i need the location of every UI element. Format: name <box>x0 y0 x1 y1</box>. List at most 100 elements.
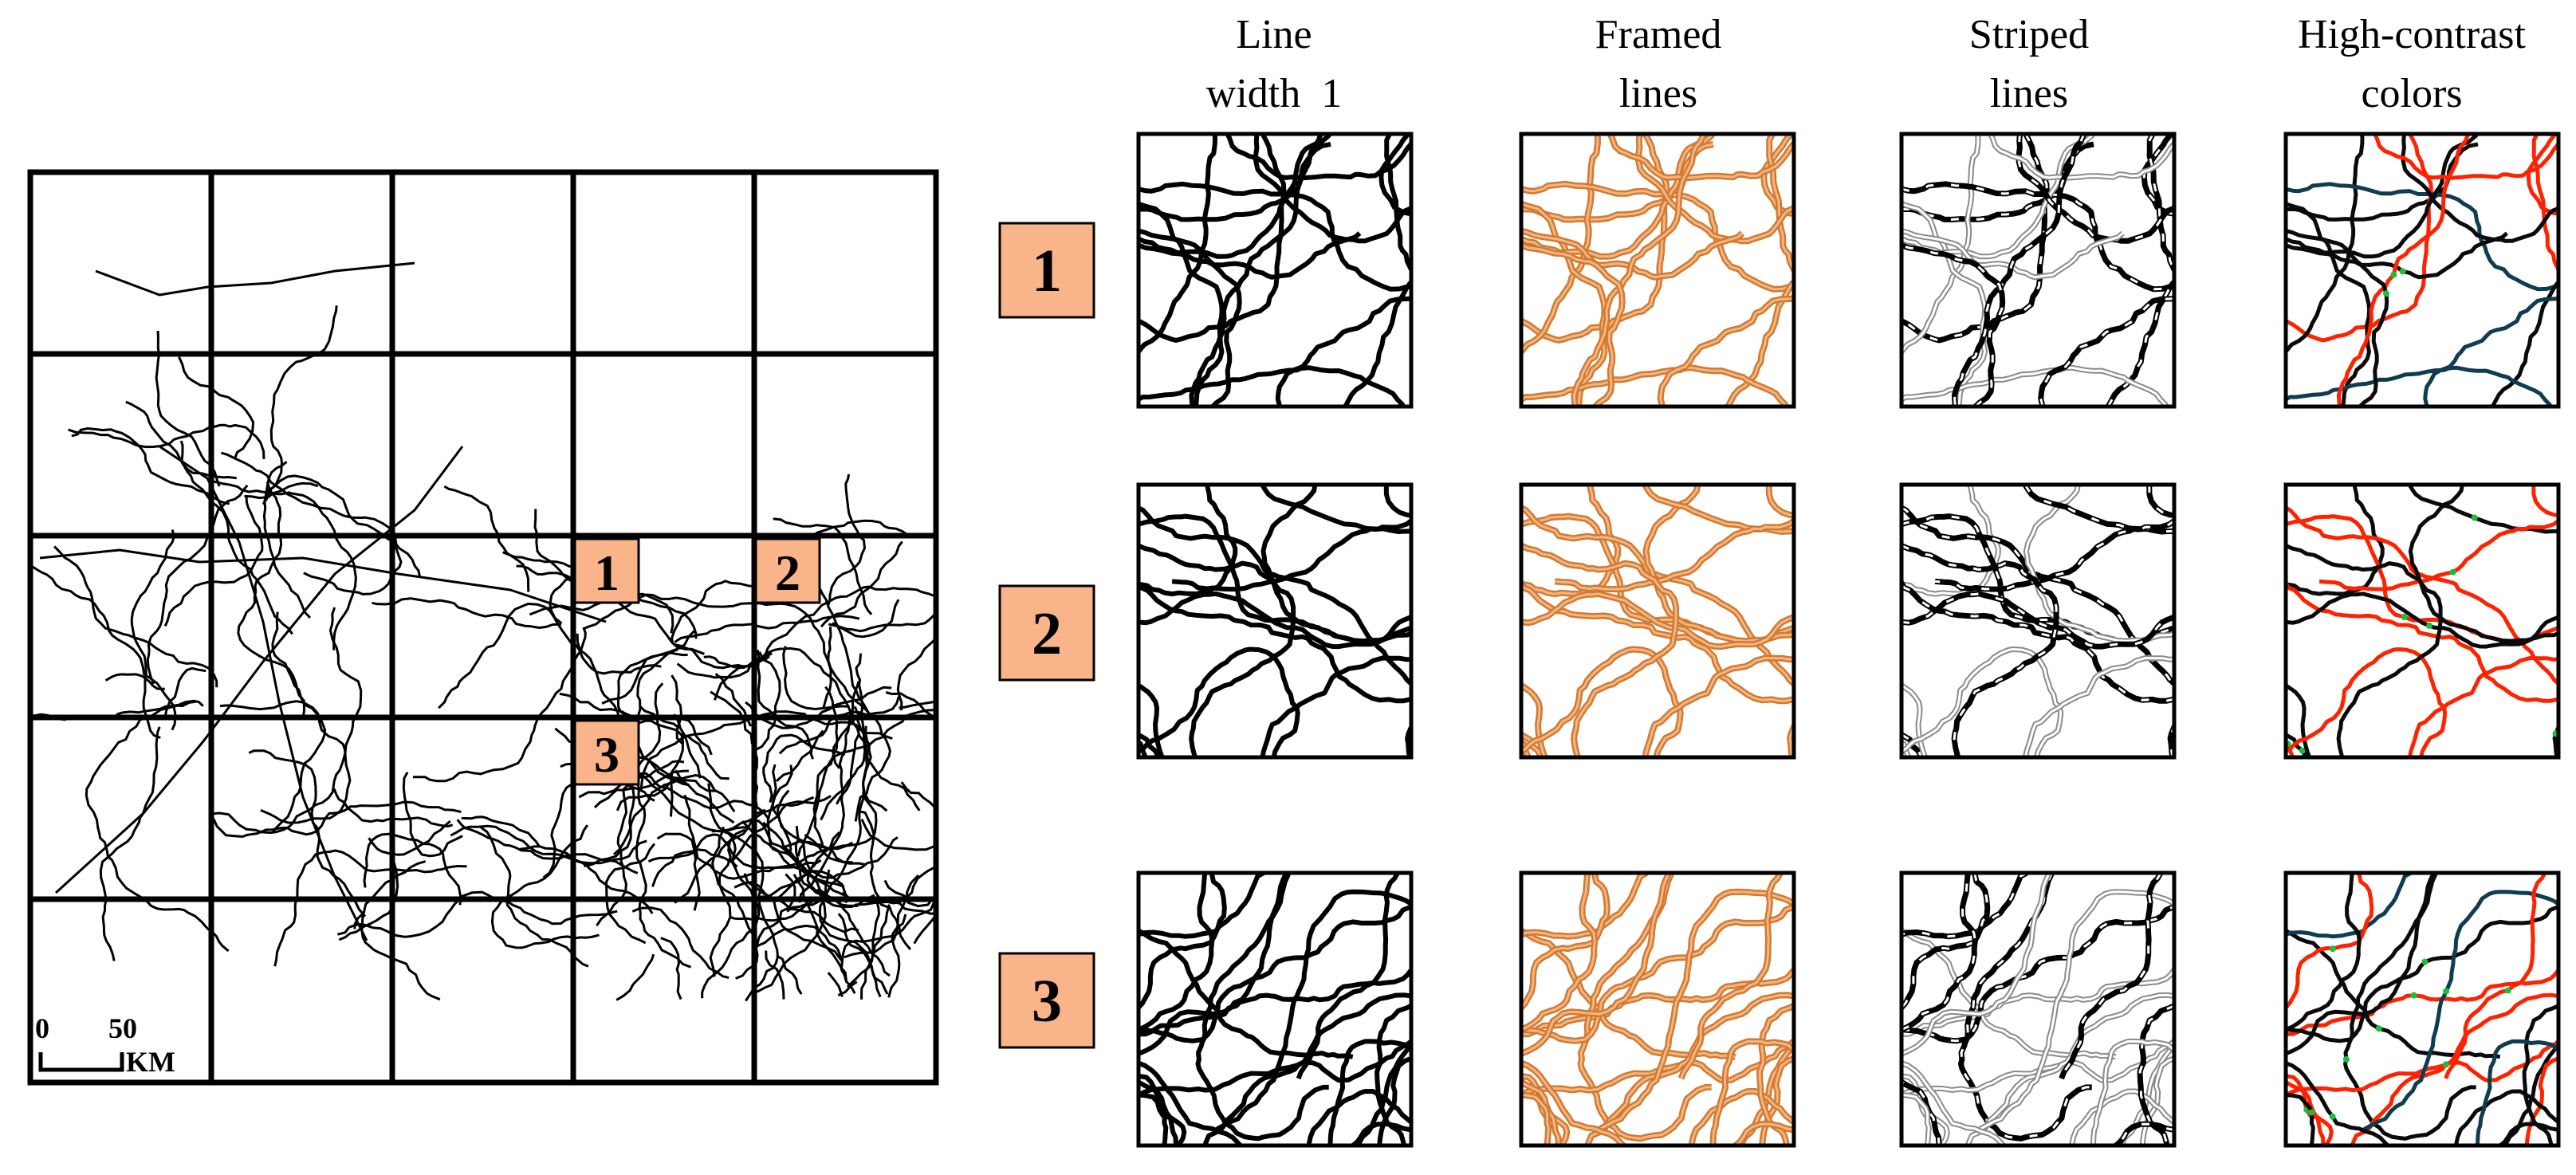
road-line <box>2453 1089 2558 1146</box>
road-segment <box>85 700 230 953</box>
road-line-frame <box>2016 134 2174 244</box>
header-striped-lines-line1: Striped <box>1969 12 2089 57</box>
scale-bar: 0 50 KM <box>35 1012 175 1078</box>
road-segment <box>130 529 175 739</box>
road-line-core <box>1902 873 1989 1009</box>
road-segment <box>812 686 839 848</box>
road-accent <box>2443 988 2450 995</box>
road-segment <box>799 836 899 879</box>
road-segment <box>443 485 530 592</box>
road-segment <box>660 937 682 1000</box>
road-line <box>1260 655 1411 757</box>
panel-roads <box>1521 134 1794 407</box>
style-panels <box>1136 132 2561 1148</box>
road-line <box>2401 134 2558 243</box>
road-line-core <box>2148 485 2174 517</box>
road-line-core <box>1902 183 2174 291</box>
road-segment <box>846 899 880 988</box>
road-accent <box>2426 622 2433 629</box>
road-line-core <box>1902 134 2048 342</box>
road-line <box>1260 485 1411 644</box>
road-line-core <box>1521 244 1624 407</box>
road-line-core <box>1521 904 1794 1043</box>
map-marker-1-label: 1 <box>594 544 619 601</box>
road-segment <box>456 819 639 874</box>
road-line <box>1139 505 1411 688</box>
road-line-core <box>1521 873 1670 1055</box>
road-segment <box>596 776 634 927</box>
road-line-core <box>1902 230 2124 279</box>
road-line-core <box>1521 143 1714 221</box>
road-line <box>1405 721 1411 757</box>
road-segment <box>163 497 264 627</box>
road-segment <box>701 783 761 999</box>
road-segment <box>766 764 845 888</box>
road-line-core <box>2138 1004 2174 1146</box>
header-line-width-1-line1: Line <box>1236 12 1312 57</box>
road-line <box>2423 296 2558 407</box>
road-segment <box>773 517 873 615</box>
road-line <box>1139 134 1217 356</box>
map-marker-3: 3 <box>573 719 640 786</box>
road-line <box>1377 1056 1411 1146</box>
road-segment <box>30 564 177 731</box>
road-line <box>2286 647 2448 757</box>
road-segment <box>490 824 600 949</box>
road-line-core <box>1902 134 1980 354</box>
scale-bar-unit: KM <box>126 1046 175 1078</box>
road-segment <box>782 646 850 710</box>
road-line-core <box>1521 648 1682 757</box>
road-segment <box>210 607 363 835</box>
road-line <box>2286 142 2479 222</box>
row-label-3-text: 3 <box>1032 968 1062 1035</box>
road-segment <box>244 481 319 500</box>
road-line-core <box>1689 1090 1794 1146</box>
road-accent <box>2375 1025 2382 1032</box>
road-line <box>1139 873 1215 1032</box>
road-line <box>2531 134 2558 273</box>
road-line <box>2522 1004 2558 1146</box>
road-line <box>1139 902 1411 1043</box>
road-line <box>1139 181 1411 292</box>
road-line-core <box>1521 134 1599 354</box>
road-line-core <box>2039 297 2174 407</box>
road-line <box>2286 1079 2326 1146</box>
panel-roads <box>1139 485 1411 757</box>
road-segment <box>832 606 936 633</box>
road-line <box>1139 646 1300 757</box>
road-segment <box>887 914 907 998</box>
road-accent <box>2449 568 2456 576</box>
road-line <box>2286 873 2436 1057</box>
road-line-core <box>1572 134 1705 407</box>
road-segment <box>163 666 206 719</box>
road-line-core <box>1902 1075 1949 1146</box>
road-line-core <box>1768 134 1794 272</box>
road-network <box>30 261 936 1002</box>
road-line <box>2372 134 2558 180</box>
road-line <box>1327 1039 1411 1146</box>
road-line-core <box>1521 230 1744 279</box>
road-line-core <box>1768 485 1794 517</box>
road-segment <box>353 860 427 929</box>
road-line <box>1139 1079 1179 1146</box>
row-label-2: 2 <box>998 584 1095 682</box>
panel-frame <box>1519 870 1796 1148</box>
road-segment <box>262 461 312 619</box>
road-line <box>2286 544 2443 757</box>
road-line <box>2286 873 2362 1032</box>
road-line-core <box>1521 1094 1550 1146</box>
road-segment <box>656 832 701 911</box>
road-line-core <box>1902 202 1987 407</box>
road-line <box>1275 296 1411 407</box>
header-framed-lines-line1: Framed <box>1595 12 1722 57</box>
road-segment <box>638 772 770 820</box>
road-line-core <box>1902 873 1976 1031</box>
road-line-core <box>1902 592 2174 648</box>
panel-region-3-framed <box>1519 870 1796 1148</box>
panel-roads <box>1139 134 1411 407</box>
road-segment <box>709 828 746 977</box>
road-segment <box>806 859 891 977</box>
road-line-core <box>1521 134 1668 342</box>
road-line-core <box>1902 1094 1930 1146</box>
road-line <box>1139 873 1227 1011</box>
